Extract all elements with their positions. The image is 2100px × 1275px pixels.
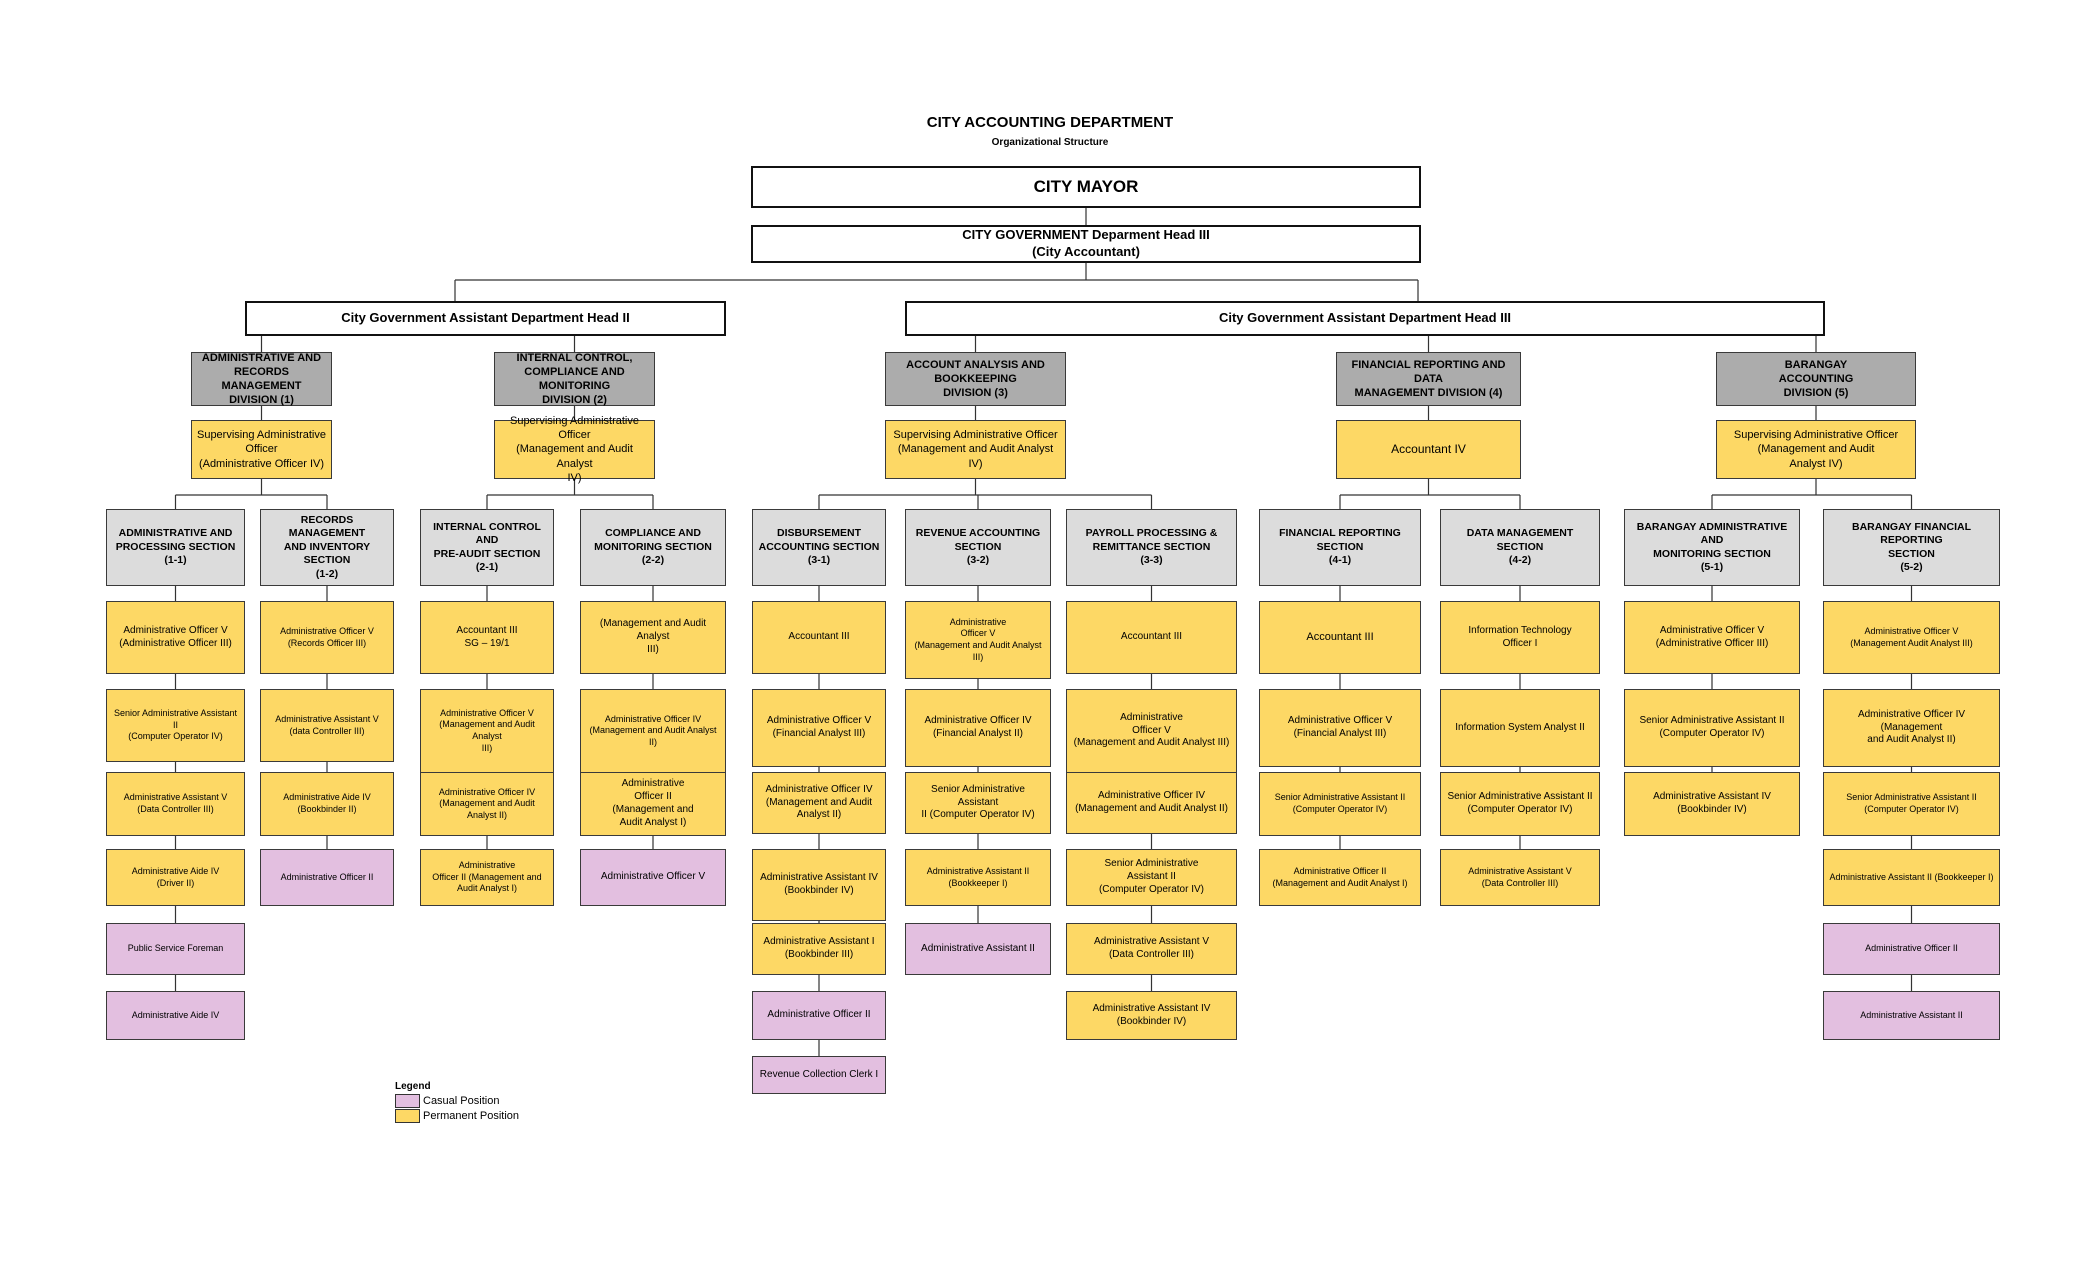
position-box: Administrative Assistant II xyxy=(905,923,1051,975)
section-1-1-box: ADMINISTRATIVE AND PROCESSING SECTION (1… xyxy=(106,509,245,586)
position-box: Administrative Officer II xyxy=(1823,923,2000,975)
section-2-2-box: COMPLIANCE AND MONITORING SECTION (2-2) xyxy=(580,509,726,586)
position-box: Accountant III xyxy=(752,601,886,674)
position-box: Administrative Officer IV (Management an… xyxy=(1066,772,1237,834)
position-box: Accountant III SG – 19/1 xyxy=(420,601,554,674)
position-box: Administrative Aide IV (Driver II) xyxy=(106,849,245,906)
position-box: Administrative Officer II (Management an… xyxy=(420,849,554,906)
position-box: Administrative Officer V (Management Aud… xyxy=(1823,601,2000,674)
position-box: Administrative Officer II xyxy=(752,991,886,1040)
chart-title: CITY ACCOUNTING DEPARTMENT xyxy=(926,114,1174,131)
position-box: Administrative Officer V (Management and… xyxy=(1066,689,1237,773)
position-box: Administrative Assistant II (Bookkeeper … xyxy=(905,849,1051,906)
division-4-box: FINANCIAL REPORTING AND DATA MANAGEMENT … xyxy=(1336,352,1521,406)
position-box: Revenue Collection Clerk I xyxy=(752,1056,886,1094)
legend-casual-label: Casual Position xyxy=(423,1094,500,1107)
department-head-box: CITY GOVERNMENT Deparment Head III (City… xyxy=(751,225,1421,263)
division-3-head-box: Supervising Administrative Officer (Mana… xyxy=(885,420,1066,479)
position-box: Administrative Assistant V (Data Control… xyxy=(106,772,245,836)
position-box: Administrative Officer V (Administrative… xyxy=(106,601,245,674)
position-box: Administrative Officer V (Administrative… xyxy=(1624,601,1800,674)
position-box: Administrative Assistant V (Data Control… xyxy=(1066,923,1237,975)
position-box: Administrative Officer V (Management and… xyxy=(905,601,1051,679)
position-box: Administrative Aide IV (Bookbinder II) xyxy=(260,772,394,836)
legend-title: Legend xyxy=(395,1081,431,1092)
division-5-box: BARANGAY ACCOUNTING DIVISION (5) xyxy=(1716,352,1916,406)
casual-swatch xyxy=(395,1093,420,1108)
position-box: Administrative Officer IV (Management an… xyxy=(752,772,886,834)
assistant-head-left-box: City Government Assistant Department Hea… xyxy=(245,301,726,336)
section-3-3-box: PAYROLL PROCESSING & REMITTANCE SECTION … xyxy=(1066,509,1237,586)
division-2-box: INTERNAL CONTROL, COMPLIANCE AND MONITOR… xyxy=(494,352,655,406)
city-mayor-box: CITY MAYOR xyxy=(751,166,1421,208)
position-box: Administrative Officer IV (Management an… xyxy=(1823,689,2000,767)
section-3-1-box: DISBURSEMENT ACCOUNTING SECTION (3-1) xyxy=(752,509,886,586)
legend-permanent-label: Permanent Position xyxy=(423,1109,519,1122)
position-box: Senior Administrative Assistant II (Comp… xyxy=(106,689,245,762)
position-box: Administrative Officer II (Management an… xyxy=(1259,849,1421,906)
section-4-2-box: DATA MANAGEMENT SECTION (4-2) xyxy=(1440,509,1600,586)
division-1-head-box: Supervising Administrative Officer (Admi… xyxy=(191,420,332,479)
section-2-1-box: INTERNAL CONTROL AND PRE-AUDIT SECTION (… xyxy=(420,509,554,586)
position-box: Administrative Officer II (Management an… xyxy=(580,772,726,836)
position-box: Accountant III xyxy=(1066,601,1237,674)
position-box: Administrative Officer V (Records Office… xyxy=(260,601,394,674)
chart-subtitle: Organizational Structure xyxy=(991,137,1109,148)
position-box: Senior Administrative Assistant II (Comp… xyxy=(1066,849,1237,906)
position-box: Administrative Assistant V (data Control… xyxy=(260,689,394,762)
position-box: Senior Administrative Assistant II (Comp… xyxy=(905,772,1051,834)
position-box: Administrative Officer V (Financial Anal… xyxy=(1259,689,1421,767)
position-box: Administrative Officer II xyxy=(260,849,394,906)
position-box: Senior Administrative Assistant II (Comp… xyxy=(1259,772,1421,836)
position-box: Administrative Officer V (Financial Anal… xyxy=(752,689,886,767)
position-box: Senior Administrative Assistant II (Comp… xyxy=(1624,689,1800,767)
division-4-head-box: Accountant IV xyxy=(1336,420,1521,479)
position-box: Information Technology Officer I xyxy=(1440,601,1600,674)
position-box: Administrative Officer IV (Financial Ana… xyxy=(905,689,1051,767)
position-box: Accountant III xyxy=(1259,601,1421,674)
position-box: Administrative Officer V (Management and… xyxy=(420,689,554,773)
position-box: Administrative Assistant I (Bookbinder I… xyxy=(752,923,886,975)
connector-path xyxy=(174,208,1913,1056)
position-box: Information System Analyst II xyxy=(1440,689,1600,767)
section-5-2-box: BARANGAY FINANCIAL REPORTING SECTION (5-… xyxy=(1823,509,2000,586)
section-5-1-box: BARANGAY ADMINISTRATIVE AND MONITORING S… xyxy=(1624,509,1800,586)
position-box: Administrative Officer IV (Management an… xyxy=(580,689,726,773)
position-box: Administrative Assistant IV (Bookbinder … xyxy=(1624,772,1800,836)
section-1-2-box: RECORDS MANAGEMENT AND INVENTORY SECTION… xyxy=(260,509,394,586)
permanent-swatch xyxy=(395,1108,420,1123)
position-box: Senior Administrative Assistant II (Comp… xyxy=(1440,772,1600,836)
division-2-head-box: Supervising Administrative Officer (Mana… xyxy=(494,415,655,484)
position-box: Senior Administrative Assistant II (Comp… xyxy=(1823,772,2000,836)
section-4-1-box: FINANCIAL REPORTING SECTION (4-1) xyxy=(1259,509,1421,586)
position-box: Administrative Officer IV (Management an… xyxy=(420,772,554,836)
position-box: Administrative Officer V xyxy=(580,849,726,906)
division-1-box: ADMINISTRATIVE AND RECORDS MANAGEMENT DI… xyxy=(191,352,332,406)
assistant-head-right-box: City Government Assistant Department Hea… xyxy=(905,301,1825,336)
section-3-2-box: REVENUE ACCOUNTING SECTION (3-2) xyxy=(905,509,1051,586)
position-box: Public Service Foreman xyxy=(106,923,245,975)
position-box: Administrative Assistant II (Bookkeeper … xyxy=(1823,849,2000,906)
division-5-head-box: Supervising Administrative Officer (Mana… xyxy=(1716,420,1916,479)
legend-item-casual: Casual Position xyxy=(395,1093,519,1108)
position-box: Administrative Assistant II xyxy=(1823,991,2000,1040)
position-box: Administrative Aide IV xyxy=(106,991,245,1040)
legend: Legend Casual Position Permanent Positio… xyxy=(395,1081,519,1123)
legend-item-permanent: Permanent Position xyxy=(395,1108,519,1123)
position-box: Administrative Assistant V (Data Control… xyxy=(1440,849,1600,906)
division-3-box: ACCOUNT ANALYSIS AND BOOKKEEPING DIVISIO… xyxy=(885,352,1066,406)
position-box: Administrative Assistant IV (Bookbinder … xyxy=(752,849,886,921)
position-box: (Management and Audit Analyst III) xyxy=(580,601,726,674)
position-box: Administrative Assistant IV (Bookbinder … xyxy=(1066,991,1237,1040)
